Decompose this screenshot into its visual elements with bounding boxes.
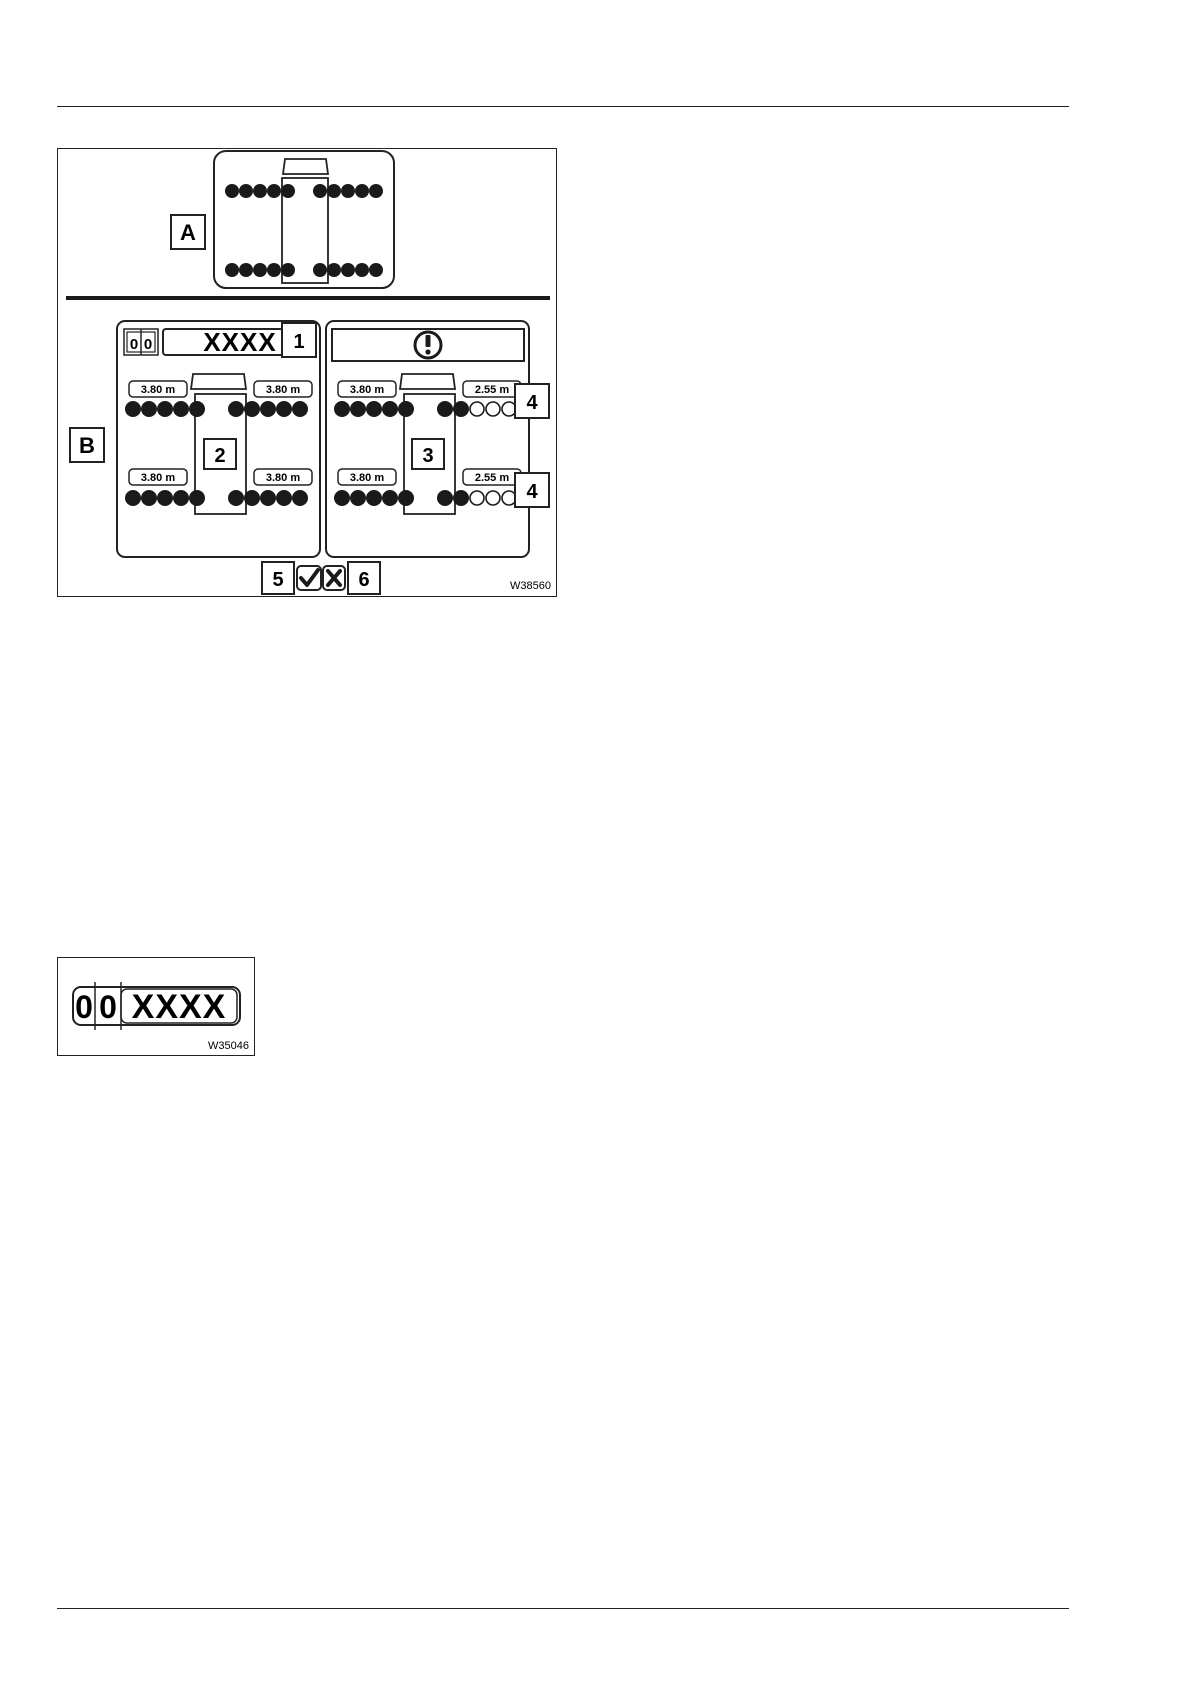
header-rule	[57, 106, 1069, 107]
figure-id: W35046	[208, 1040, 249, 1052]
code-digit-1: 0	[130, 336, 138, 353]
callout-6: 6	[358, 569, 369, 591]
callout-2: 2	[214, 445, 225, 467]
width-right-top-left: 3.80 m	[350, 384, 384, 396]
warning-icon	[415, 332, 441, 358]
confirm-check-icon	[297, 566, 321, 590]
code-digit-1: 0	[75, 989, 93, 1025]
callout-1: 1	[293, 331, 304, 353]
callout-4-bottom: 4	[526, 481, 538, 503]
code-display-illustration: 0 0 XXXX W35046	[58, 958, 253, 1054]
panel-a-cab-icon	[283, 159, 328, 174]
label-a: A	[180, 220, 196, 245]
code-text: XXXX	[203, 327, 276, 357]
panel-a-pads	[225, 184, 383, 277]
outrigger-display-figure: A B 0 0 XXXX 1 3.80 m 3.80 m 3.80 m 3.80…	[57, 148, 557, 597]
section-separator	[66, 296, 550, 300]
footer-rule	[57, 1608, 1069, 1609]
callout-5: 5	[272, 569, 283, 591]
width-right-top-right: 2.55 m	[475, 384, 509, 396]
figure-id: W38560	[510, 580, 551, 592]
width-right-bottom-left: 3.80 m	[350, 472, 384, 484]
width-left-bottom-right: 3.80 m	[266, 472, 300, 484]
callout-4-top: 4	[526, 392, 538, 414]
callout-3: 3	[422, 445, 433, 467]
left-cab-icon	[191, 374, 246, 389]
code-digit-2: 0	[144, 336, 152, 353]
width-left-bottom-left: 3.80 m	[141, 472, 175, 484]
code-text: XXXX	[132, 988, 227, 1026]
outrigger-display-illustration: A B 0 0 XXXX 1 3.80 m 3.80 m 3.80 m 3.80…	[58, 149, 555, 595]
label-b: B	[79, 433, 95, 458]
width-left-top-right: 3.80 m	[266, 384, 300, 396]
cancel-x-icon	[323, 566, 345, 590]
code-display-figure: 0 0 XXXX W35046	[57, 957, 255, 1056]
right-cab-icon	[400, 374, 455, 389]
width-left-top-left: 3.80 m	[141, 384, 175, 396]
width-right-bottom-right: 2.55 m	[475, 472, 509, 484]
code-digit-2: 0	[99, 989, 117, 1025]
